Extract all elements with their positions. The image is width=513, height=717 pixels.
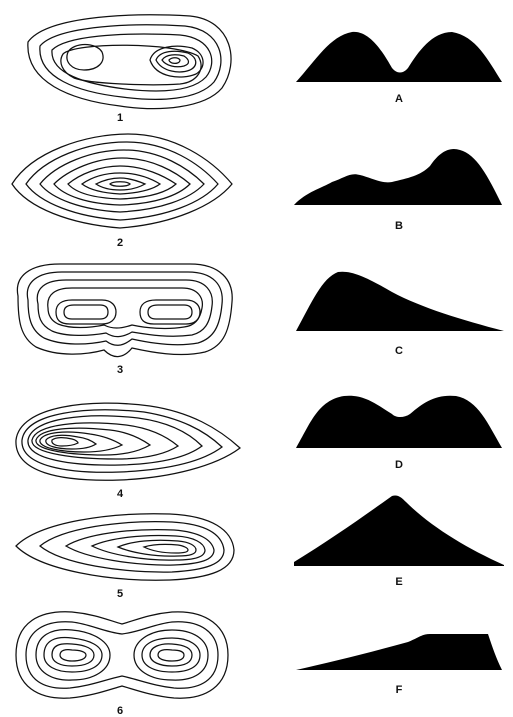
profile-b: B: [294, 148, 502, 232]
contour-map-4: 4: [15, 402, 241, 500]
contour-map-1: 1: [27, 14, 232, 124]
profile-c: C: [296, 271, 504, 357]
profile-label: B: [395, 220, 403, 232]
contour-map-6: 6: [15, 611, 229, 717]
contour-map-5: 5: [15, 513, 235, 600]
contour-map-label: 5: [117, 588, 123, 600]
contour-map-label: 4: [117, 488, 124, 500]
profile-f: F: [296, 634, 502, 696]
profile-label: F: [396, 684, 403, 696]
profile-e: E: [294, 495, 504, 588]
profile-label: A: [395, 93, 403, 105]
contour-map-label: 3: [117, 364, 123, 376]
contour-map-2: 2: [11, 133, 233, 249]
profile-label: C: [395, 345, 403, 357]
contour-map-label: 6: [117, 705, 123, 717]
profile-label: E: [395, 576, 402, 588]
contour-map-label: 1: [117, 112, 123, 124]
profile-label: D: [395, 459, 403, 471]
contour-map-label: 2: [117, 237, 123, 249]
profile-a: A: [296, 31, 502, 105]
profile-d: D: [296, 395, 502, 471]
contour-map-3: 3: [16, 263, 233, 376]
